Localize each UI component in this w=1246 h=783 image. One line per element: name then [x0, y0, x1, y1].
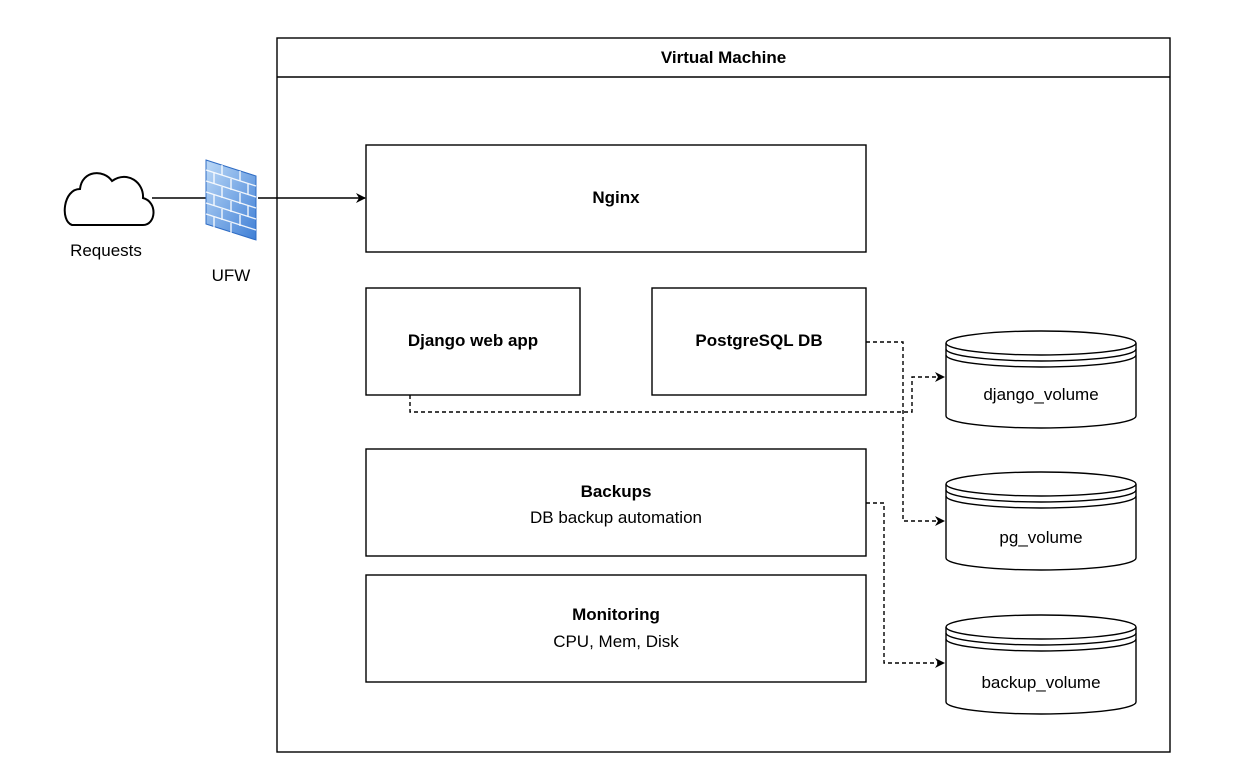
nginx-label: Nginx	[592, 188, 640, 207]
firewall-icon	[205, 159, 257, 241]
postgres-label: PostgreSQL DB	[695, 331, 823, 350]
django-box	[365, 287, 581, 396]
backups-box	[365, 448, 867, 557]
cloud-icon	[63, 172, 155, 226]
pg-volume-cylinder	[945, 471, 1137, 571]
django-volume-label: django_volume	[983, 385, 1099, 404]
django-label: Django web app	[407, 331, 539, 350]
backups-to-backup-volume-connector	[866, 502, 945, 668]
virtual-machine-container	[276, 37, 1171, 753]
monitoring-box	[365, 574, 867, 683]
django-to-django-volume-connector	[409, 372, 945, 413]
monitoring-subtitle: CPU, Mem, Disk	[553, 632, 679, 651]
nginx-box	[365, 144, 867, 253]
monitoring-title: Monitoring	[572, 605, 660, 624]
postgres-to-pg-volume-connector	[866, 341, 945, 526]
vm-title: Virtual Machine	[660, 48, 787, 67]
backups-subtitle: DB backup automation	[530, 508, 702, 527]
requests-label: Requests	[70, 241, 142, 260]
backup-volume-label: backup_volume	[981, 673, 1101, 692]
ufw-label: UFW	[211, 266, 251, 285]
postgres-box	[651, 287, 867, 396]
backups-title: Backups	[580, 482, 652, 501]
pg-volume-label: pg_volume	[999, 528, 1083, 547]
django-volume-cylinder	[945, 330, 1137, 429]
backup-volume-cylinder	[945, 614, 1137, 715]
